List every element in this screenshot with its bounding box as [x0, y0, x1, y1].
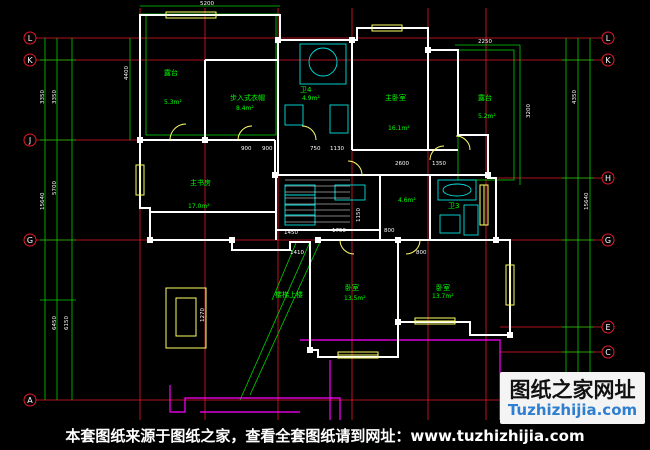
- dim: 5700: [52, 181, 58, 195]
- axis-bubble: J: [23, 133, 37, 147]
- watermark-site-name: 图纸之家网址: [509, 378, 636, 402]
- axis-grid: L K J G A L K H G E C A: [23, 8, 615, 420]
- room-master-study: 主书房: [190, 178, 211, 187]
- dim: 800: [384, 228, 395, 234]
- dim: 750: [310, 146, 321, 152]
- dim-top-total: 5200: [200, 1, 214, 7]
- room-walk-in-closet: 步入式衣帽: [230, 93, 265, 102]
- svg-text:E: E: [605, 323, 610, 332]
- dim: 1750: [332, 228, 346, 234]
- axis-bubble: G: [601, 233, 615, 247]
- dim-top-right: 2250: [478, 39, 492, 45]
- svg-text:J: J: [28, 136, 31, 145]
- dim: 900: [241, 146, 252, 152]
- room-area: 13.7m²: [432, 293, 454, 300]
- watermark: 图纸之家网址 Tuzhizhijia.com: [500, 372, 645, 424]
- windows: [135, 11, 515, 359]
- room-labels: 露台 5.3m² 步入式衣帽 8.4m² 卫4 4.9m² 主卧室 16.1m²…: [164, 68, 496, 302]
- room-area: 8.4m²: [236, 105, 254, 112]
- room-area: 5.3m²: [164, 99, 182, 106]
- svg-text:K: K: [27, 56, 33, 65]
- dim: 800: [416, 250, 427, 256]
- svg-text:H: H: [605, 174, 611, 183]
- room-terrace-right: 露台: [478, 93, 492, 102]
- svg-text:G: G: [27, 236, 33, 245]
- axis-bubble: A: [23, 393, 37, 407]
- dim: 15640: [584, 192, 590, 210]
- dim: 3200: [526, 104, 532, 118]
- dim: 900: [262, 146, 273, 152]
- stair: [285, 179, 350, 223]
- svg-text:L: L: [606, 34, 611, 43]
- room-terrace-left: 露台: [164, 68, 178, 77]
- dim: 6450: [52, 316, 58, 330]
- room-area: 5.2m²: [478, 113, 496, 120]
- axis-bubble: G: [23, 233, 37, 247]
- axis-bubble: C: [601, 345, 615, 359]
- source-footer: 本套图纸来源于图纸之家，查看全套图纸请到网址：www.tuzhizhijia.c…: [65, 427, 585, 445]
- axis-bubble: H: [601, 171, 615, 185]
- dimension-text: 5200 2250 4400 3200 3350 3350 5700 15640…: [40, 1, 590, 330]
- roof-outline: [169, 339, 501, 420]
- room-area: 16.1m²: [388, 125, 410, 132]
- svg-text:L: L: [28, 34, 33, 43]
- dim: 15640: [40, 192, 46, 210]
- svg-text:G: G: [605, 236, 611, 245]
- room-bedroom-1: 卧室: [345, 283, 359, 292]
- axis-bubble: K: [601, 53, 615, 67]
- wall-columns: [137, 37, 513, 353]
- axis-bubble: E: [601, 320, 615, 334]
- dim: 4400: [124, 66, 130, 80]
- axis-bubble: L: [601, 31, 615, 45]
- room-bath-3: 卫3: [448, 202, 459, 210]
- dim: 1450: [284, 230, 298, 236]
- room-master-bedroom: 主卧室: [385, 93, 406, 102]
- dim: 1130: [330, 146, 344, 152]
- svg-text:A: A: [27, 396, 33, 405]
- axis-bubble: K: [23, 53, 37, 67]
- dim: 1410: [290, 250, 304, 256]
- dim: 6150: [64, 316, 70, 330]
- watermark-site-url: Tuzhizhijia.com: [507, 401, 638, 419]
- dim: 1350: [432, 161, 446, 167]
- dim: 3350: [52, 90, 58, 104]
- room-area: 13.5m²: [344, 295, 366, 302]
- dim: 4350: [572, 90, 578, 104]
- room-area: 4.6m²: [398, 197, 416, 204]
- dimension-lines: [40, 5, 594, 401]
- stair-label: 楼梯上楼: [275, 290, 303, 299]
- dim: 3350: [40, 90, 46, 104]
- room-area: 17.0m²: [188, 203, 210, 210]
- dim: 2600: [395, 161, 409, 167]
- svg-text:C: C: [605, 348, 611, 357]
- room-bedroom-2: 卧室: [436, 283, 450, 292]
- dim: 1150: [356, 208, 362, 222]
- fixtures: [284, 43, 479, 236]
- room-area: 4.9m²: [302, 95, 320, 102]
- svg-text:K: K: [605, 56, 611, 65]
- axis-bubble: L: [23, 31, 37, 45]
- dim: 1270: [200, 308, 206, 322]
- room-bath-4: 卫4: [300, 86, 312, 94]
